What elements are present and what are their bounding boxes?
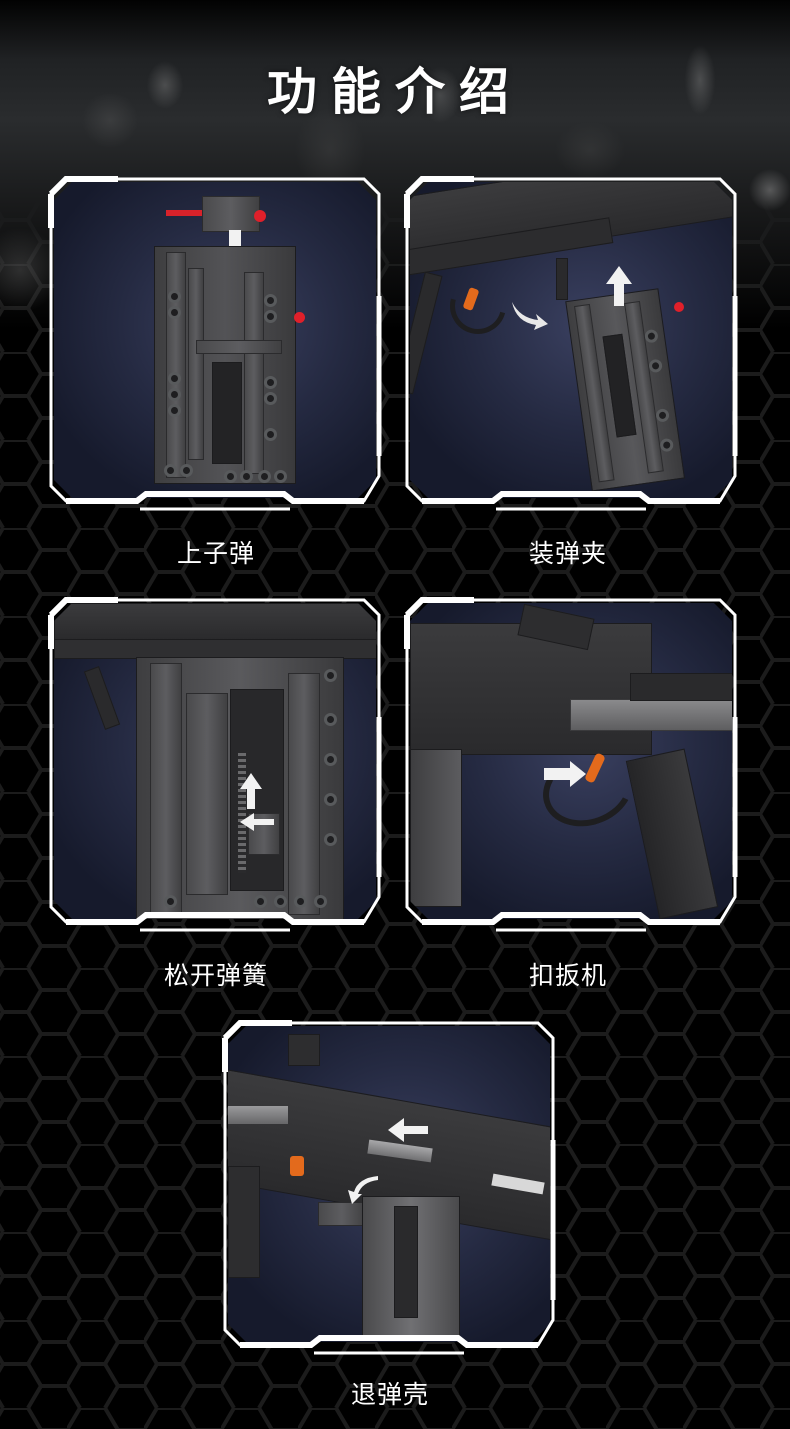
technic-hole [164, 464, 177, 477]
spring-release-illustration [54, 603, 376, 919]
magazine-insertion-illustration [410, 182, 732, 498]
arrow-up-icon [606, 266, 632, 306]
bullet-rod [166, 210, 220, 216]
curved-arrow-icon [348, 1176, 378, 1204]
magazine-crossbar [196, 340, 282, 354]
feature-panel-pull-trigger [404, 597, 738, 932]
gun-receiver-top [54, 603, 376, 641]
feature-panel-eject-shell [222, 1020, 556, 1355]
panel-frame [404, 597, 738, 932]
technic-hole [264, 310, 277, 323]
technic-hole [258, 470, 271, 483]
technic-hole [168, 372, 181, 385]
panel-frame [404, 176, 738, 511]
technic-hole [168, 290, 181, 303]
arrow-left-icon [388, 1118, 428, 1142]
technic-hole [254, 895, 267, 908]
trigger-pull-illustration [410, 603, 732, 919]
spring [238, 753, 246, 873]
red-tip [254, 210, 266, 222]
technic-hole [264, 428, 277, 441]
feature-label-eject-shell: 退弹壳 [350, 1380, 429, 1409]
feature-label-pull-trigger: 扣扳机 [528, 961, 607, 990]
silver-charging-handle [228, 1106, 288, 1124]
magazine-slot [212, 362, 242, 464]
technic-hole [314, 895, 327, 908]
technic-hole [274, 895, 287, 908]
arrow-up-icon [240, 773, 262, 809]
panel-frame [48, 176, 382, 511]
technic-hole [324, 713, 337, 726]
technic-hole [324, 669, 337, 682]
red-pin [674, 302, 684, 312]
magazine-beam [150, 663, 182, 915]
magazine-beam [188, 268, 204, 460]
technic-hole [264, 294, 277, 307]
technic-hole [264, 392, 277, 405]
technic-hole [324, 793, 337, 806]
technic-hole [164, 895, 177, 908]
curved-arrow-icon [512, 302, 548, 330]
technic-hole [324, 753, 337, 766]
arrow-left-icon [240, 813, 274, 831]
technic-hole [180, 464, 193, 477]
feature-label-release-spring: 松开弹簧 [163, 961, 268, 990]
arrow-right-icon [544, 761, 586, 787]
feature-label-insert-magazine: 装弹夹 [528, 539, 607, 568]
feature-panel-insert-magazine [404, 176, 738, 511]
panel-frame [48, 597, 382, 932]
panel-frame [222, 1020, 556, 1355]
technic-hole [168, 388, 181, 401]
gun-barrel-shroud [630, 673, 732, 701]
magazine-beam [288, 673, 320, 915]
feature-label-load-bullet: 上子弹 [176, 539, 255, 568]
ejected-shell [318, 1202, 366, 1226]
shell-ejection-illustration [228, 1026, 550, 1342]
technic-hole [224, 470, 237, 483]
technic-hole [168, 404, 181, 417]
technic-hole [274, 470, 287, 483]
gun-stock-leg [228, 1166, 260, 1278]
feature-panel-load-bullet [48, 176, 382, 511]
magazine-beam [186, 693, 228, 895]
gun-rear-sight [288, 1034, 320, 1066]
technic-hole [294, 895, 307, 908]
gun-grip-post [556, 258, 568, 300]
technic-hole [240, 470, 253, 483]
page-title: 功能介绍 [267, 63, 523, 121]
technic-hole [264, 376, 277, 389]
magazine-loading-bullet-illustration [54, 182, 376, 498]
red-pin [294, 312, 305, 323]
silver-rail [570, 699, 732, 731]
gun-stock [410, 749, 462, 907]
magazine-slot [394, 1206, 418, 1318]
technic-hole [168, 306, 181, 319]
technic-hole [324, 833, 337, 846]
magazine-beam [244, 272, 264, 474]
orange-trigger [290, 1156, 304, 1176]
gun-receiver [410, 623, 652, 755]
feature-panel-release-spring [48, 597, 382, 932]
